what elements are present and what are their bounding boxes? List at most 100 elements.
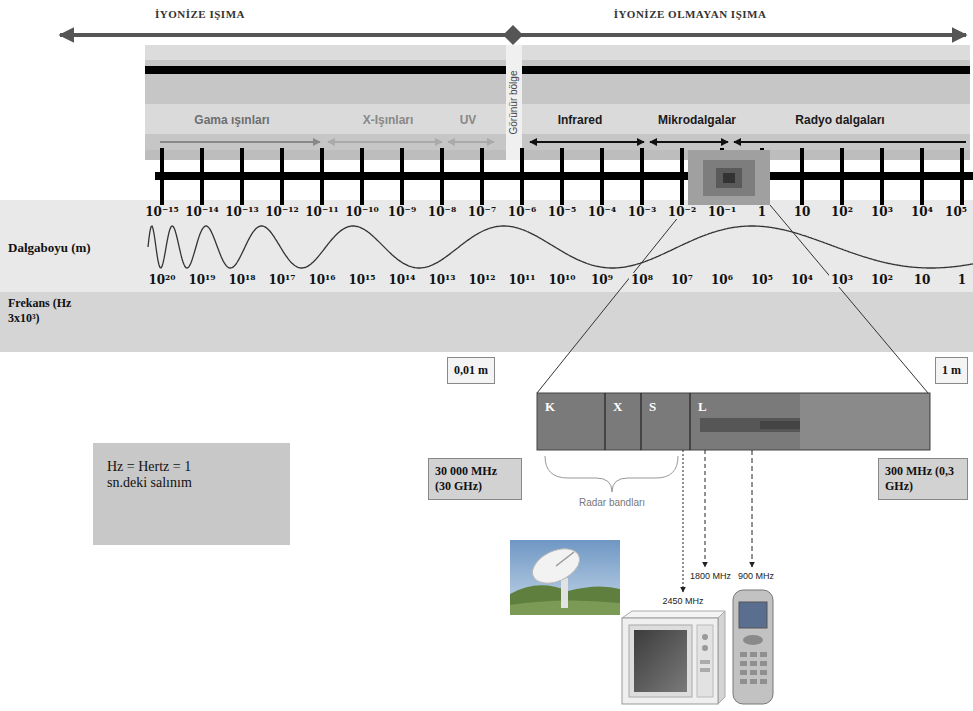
region-title: İYONİZE IŞIMA [155, 8, 245, 20]
scale-tick [520, 148, 524, 205]
radar-band-cell: X [605, 393, 641, 450]
zoom-square-part [716, 168, 742, 188]
note-box: Hz = Hertz = 1 sn.deki salınım [93, 443, 290, 545]
band-name: Görünür bölge [509, 70, 520, 134]
wavelength-value: 10⁻² [666, 205, 698, 219]
zoom-square-part [688, 150, 770, 205]
wavelength-value: 10² [829, 205, 855, 219]
mobile-phone-part-part [760, 652, 767, 657]
radar-band-cell: K [537, 393, 605, 450]
frequency-label: 2450 MHz [662, 596, 703, 606]
frequency-value: 10¹³ [426, 273, 457, 287]
mobile-phone-part [739, 602, 767, 628]
microwave-oven-part [622, 611, 725, 618]
scale-tick [440, 148, 444, 205]
microwave-oven-part [622, 618, 718, 704]
mobile-phone-part-part [750, 652, 757, 657]
mobile-phone-part [743, 635, 763, 645]
frequency-label: 1800 MHz [690, 571, 731, 581]
axis-title: Dalgaboyu (m) [8, 240, 91, 256]
microwave-oven-part [702, 634, 708, 640]
scale-tick [360, 148, 364, 205]
band-range-arrows-part [160, 141, 320, 143]
region-title: İYONİZE OLMAYAN IŞIMA [614, 8, 767, 20]
band-bar-part [506, 45, 522, 160]
ionizing-arrow-part [503, 25, 523, 45]
frequency-label: 900 MHz [738, 571, 774, 581]
band-range-arrows-part [530, 141, 644, 143]
microwave-oven-part [700, 668, 710, 672]
scale-end-box: 0,01 m [447, 357, 495, 384]
wavelength-value: 10⁵ [943, 205, 969, 219]
band-name: Infrared [558, 113, 603, 127]
wavelength-value: 10⁻⁸ [426, 205, 458, 219]
band-name: UV [460, 113, 477, 127]
band-bar-part [145, 104, 970, 134]
frequency-box: 300 MHz (0,3 GHz) [878, 458, 968, 500]
zoom-square [688, 150, 770, 205]
box-text: 300 MHz (0,3 GHz) [885, 464, 961, 494]
scale-tick [960, 148, 964, 205]
mobile-phone-part-part [740, 670, 747, 675]
wavelength-value: 10⁻¹⁴ [183, 205, 221, 219]
band-bar-part [145, 66, 970, 74]
frequency-value: 10⁶ [709, 273, 735, 287]
radar-dish-photo-part [510, 540, 620, 615]
wavelength-value: 10⁻¹² [263, 205, 301, 219]
frequency-value: 10⁵ [749, 273, 775, 287]
radar-band-cell: L [690, 393, 930, 450]
scale-tick [880, 148, 884, 205]
box-text: 1 m [942, 363, 961, 378]
frequency-value: 10¹⁹ [186, 273, 217, 287]
scale-end-box: 1 m [935, 357, 968, 384]
mobile-phone-part [733, 590, 773, 704]
band-bar [145, 45, 970, 160]
wavelength-value: 10⁻¹ [706, 205, 738, 219]
radar-band-strip [537, 393, 930, 450]
mobile-phone [733, 590, 773, 704]
frequency-pointers-part [683, 450, 684, 592]
frequency-value: 10¹² [466, 273, 497, 287]
scale-tick [200, 148, 204, 205]
microwave-oven-part [700, 660, 710, 664]
radar-dish-photo-part [527, 542, 585, 590]
box-text: 0,01 m [454, 363, 488, 378]
frequency-value: 10² [869, 273, 895, 287]
scale-tick [280, 148, 284, 205]
zoom-lines [537, 205, 928, 393]
scale-background-part [0, 292, 973, 352]
frequency-value: 10⁷ [669, 273, 695, 287]
microwave-oven-part [718, 611, 725, 704]
mobile-phone-part-part [740, 652, 747, 657]
frequency-pointers [683, 450, 752, 592]
radar-dish-photo-part [556, 552, 574, 566]
radar-band-strip-part [700, 418, 800, 432]
frequency-value: 10²⁰ [146, 273, 177, 287]
wavelength-value: 10⁻⁷ [466, 205, 498, 219]
scale-tick [840, 148, 844, 205]
wavelength-value: 10⁻⁴ [586, 205, 618, 219]
scale-tick [640, 148, 644, 205]
microwave-oven-part [629, 625, 692, 697]
scale-tick [400, 148, 404, 205]
frequency-value: 10¹¹ [506, 273, 537, 287]
frequency-value: 10⁴ [789, 273, 815, 287]
mobile-phone-part-part [760, 661, 767, 666]
frequency-pointers-part [705, 450, 706, 567]
scale-tick [480, 148, 484, 205]
box-text: L [698, 399, 930, 415]
frequency-pointers-part [752, 450, 753, 567]
wavelength-value: 10⁻⁵ [546, 205, 578, 219]
scale-tick [160, 148, 164, 205]
microwave-oven-part [702, 645, 708, 651]
microwave-oven-part [697, 625, 713, 697]
microwave-oven-part [634, 630, 687, 692]
wavelength-value: 10⁻¹⁰ [343, 205, 381, 219]
box-text: S [649, 399, 690, 415]
zoom-lines-part [537, 205, 688, 393]
mobile-phone-part-part [760, 679, 767, 684]
microwave-oven [622, 611, 725, 704]
wavelength-value: 10⁻⁹ [386, 205, 418, 219]
scale-tick [680, 148, 684, 205]
